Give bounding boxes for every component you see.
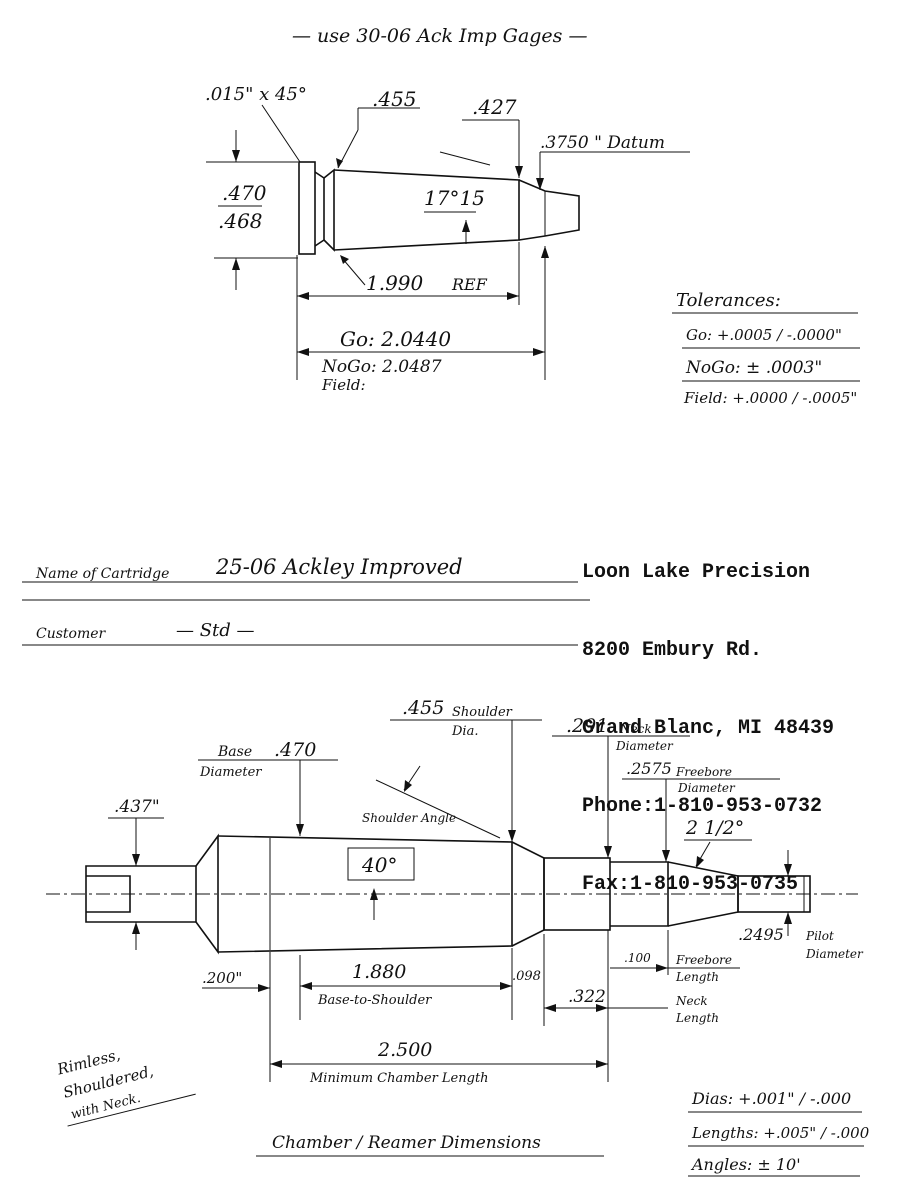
tolerances-title: Tolerances:	[676, 290, 781, 311]
tol-dias: Dias: +.001" / -.000	[691, 1089, 851, 1108]
customer-value: — Std —	[176, 620, 255, 641]
shoulder-dia-value: .455	[402, 697, 444, 719]
shoulder-angle-value: 40°	[361, 853, 397, 877]
tol-lengths: Lengths: +.005" / -.000	[691, 1124, 870, 1142]
freebore-length: .100	[624, 951, 651, 965]
nogo-length: NoGo: 2.0487	[321, 357, 442, 377]
gauge-shoulder-dim: .455	[372, 87, 417, 111]
base-offset: .200"	[202, 969, 242, 987]
base-dia-max: .470	[222, 181, 267, 205]
chamfer-dim: .015" x 45°	[205, 84, 307, 105]
shoulder-dia-label: Shoulder	[452, 705, 513, 720]
tol-angles: Angles: ± 10'	[690, 1155, 801, 1174]
shoulder-angle-box	[347, 847, 415, 881]
freebore-dia-value: .2575	[626, 759, 672, 778]
base-dia-min: .468	[218, 209, 263, 233]
neck-length: .322	[568, 987, 606, 1007]
company-block: Loon Lake Precision 8200 Embury Rd. Gran…	[582, 508, 834, 924]
company-address: 8200 Embury Rd.	[582, 639, 763, 662]
shoulder-angle-label: Shoulder Angle	[362, 811, 456, 825]
neck-dia-label: Neck	[619, 722, 652, 736]
top-tolerances: Tolerances: Go: +.0005 / -.0000" NoGo: ±…	[672, 290, 860, 407]
company-phone: Phone:1-810-953-0732	[582, 795, 823, 818]
company-city: Grand Blanc, MI 48439	[582, 717, 835, 740]
pilot-dia-label2: Diameter	[805, 947, 864, 961]
pilot-dia-value: .2495	[738, 925, 784, 944]
tol-field: Field: +.0000 / -.0005"	[683, 389, 857, 407]
shoulder-length: .098	[512, 969, 541, 984]
neck-length-label2: Length	[675, 1011, 719, 1025]
gauge-body	[298, 161, 580, 255]
gauge-angle: 17°15	[424, 186, 485, 210]
cartridge-type-note: Rimless, Shouldered, with Neck.	[55, 1046, 196, 1127]
cartridge-label: Name of Cartridge	[35, 566, 169, 582]
cartridge-value: 25-06 Ackley Improved	[215, 555, 463, 579]
customer-label: Customer	[36, 626, 107, 642]
tol-go: Go: +.0005 / -.0000"	[686, 326, 842, 344]
freebore-dia-label2: Diameter	[677, 781, 736, 795]
throat-angle: 2 1/2°	[685, 817, 744, 839]
gauge-neck-dim: .427	[472, 95, 517, 119]
base-value: .470	[274, 739, 316, 761]
neck-dia-label2: Diameter	[615, 739, 674, 753]
reamer-body	[85, 833, 811, 955]
freebore-dia-label: Freebore	[675, 765, 732, 779]
datum-dim: .3750 " Datum	[540, 133, 665, 153]
bottom-tolerances: Dias: +.001" / -.000 Lengths: +.005" / -…	[688, 1089, 870, 1177]
freebore-length-label: Freebore	[675, 953, 732, 967]
title-block-form: Name of Cartridge 25-06 Ackley Improved …	[22, 555, 590, 646]
pilot-dia-label: Pilot	[805, 929, 834, 943]
gauge-dimensions: .015" x 45° .455 .427 .3750 " Datum .470…	[205, 84, 690, 394]
ref-length: 1.990	[366, 271, 424, 295]
gauge-note: — use 30-06 Ack Imp Gages —	[292, 25, 587, 47]
min-chamber-length-label: Minimum Chamber Length	[309, 1071, 489, 1086]
ref-label: REF	[451, 275, 488, 294]
company-fax: Fax:1-810-953-0735	[582, 873, 799, 896]
tol-nogo: NoGo: ± .0003"	[685, 358, 822, 378]
neck-dia-value: .291	[566, 715, 608, 737]
min-chamber-length: 2.500	[377, 1039, 432, 1061]
base-dia-label: Diameter	[199, 765, 262, 780]
base-to-shoulder: 1.880	[352, 961, 406, 983]
base-label: Base	[217, 744, 252, 760]
company-name: Loon Lake Precision	[582, 561, 811, 584]
drawing-title: Chamber / Reamer Dimensions	[272, 1133, 541, 1153]
base-to-shoulder-label: Base-to-Shoulder	[317, 993, 432, 1008]
neck-length-label: Neck	[675, 994, 708, 1008]
freebore-length-label2: Length	[675, 970, 719, 984]
rear-pilot-dim: .437"	[114, 797, 160, 817]
field-length: Field:	[321, 376, 366, 394]
shoulder-dia-abbr: Dia.	[451, 724, 478, 739]
go-length: Go: 2.0440	[340, 327, 451, 351]
reamer-dimensions: .437" Base .470 Diameter .455 Shoulder D…	[108, 697, 864, 1086]
